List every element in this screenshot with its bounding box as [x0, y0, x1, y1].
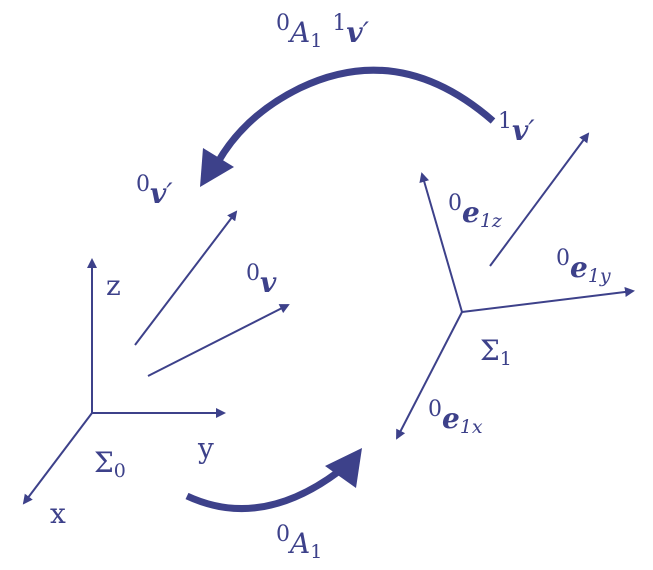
vector-0v-label: 0v [246, 261, 277, 299]
transform-bottom-arc [185, 469, 341, 513]
e1x-arrow [396, 311, 463, 440]
e1x-label: 0e1x [428, 397, 483, 438]
frame-0: z y x Σ0 [22, 258, 226, 530]
frame-0-label: Σ0 [94, 446, 126, 482]
transform-top-arrowhead [200, 148, 234, 187]
vector-0v-prime-label: 0v′ [136, 172, 173, 210]
frame-1-label: Σ1 [480, 334, 512, 370]
y-axis-label: y [197, 432, 214, 465]
vector-1v-prime-arrow [489, 132, 590, 267]
transform-bottom-arrowhead [325, 448, 362, 488]
frame-1: 0e1z 0e1y 0e1x Σ1 [396, 172, 635, 440]
e1z-label: 0e1z [448, 191, 503, 232]
transform-top-arc [214, 66, 496, 164]
vector-0v-prime-arrow [134, 210, 238, 346]
transform-bottom-label: 0A1 [276, 522, 322, 563]
x-axis-arrow [22, 412, 93, 505]
vector-0v-arrow [147, 304, 290, 377]
transform-top-label: 0A11v′ [276, 11, 370, 52]
e1y-label: 0e1y [556, 246, 611, 287]
vector-1v-prime-label: 1v′ [498, 109, 535, 147]
z-axis-label: z [106, 269, 121, 302]
e1z-arrow [419, 172, 463, 313]
x-axis-label: x [50, 497, 66, 530]
e1y-arrow [461, 287, 635, 313]
